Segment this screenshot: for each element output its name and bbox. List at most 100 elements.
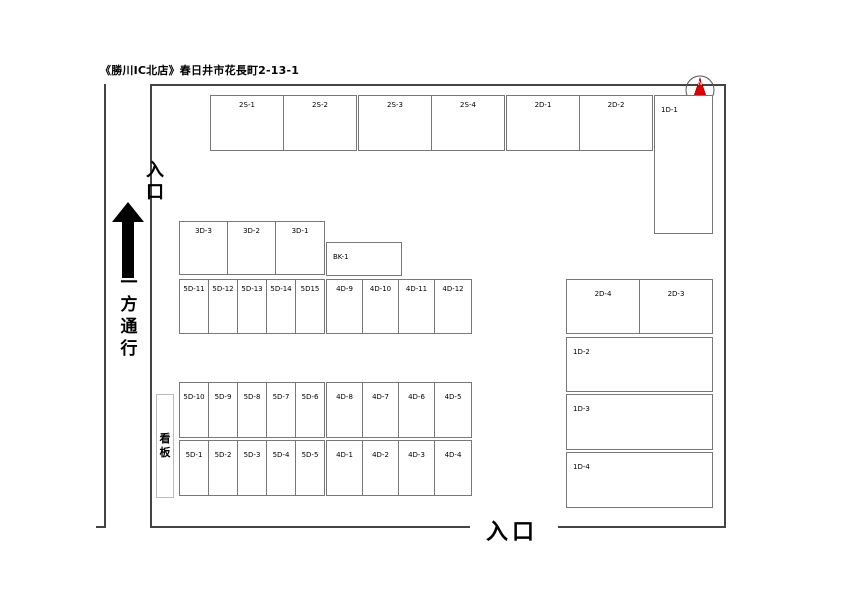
slot-label: 5D-12 — [212, 285, 234, 293]
slot-label: 5D-8 — [243, 393, 261, 401]
slot-label: 3D-3 — [195, 227, 212, 235]
parking-slot-4d-6[interactable]: 4D-6 — [398, 382, 435, 438]
parking-slot-4d-11[interactable]: 4D-11 — [398, 279, 435, 334]
one-way-char-2: 方 — [120, 295, 138, 315]
slot-label: 4D-1 — [336, 451, 353, 459]
slot-label: 4D-8 — [336, 393, 353, 401]
parking-slot-1d-2[interactable]: 1D-2 — [566, 337, 713, 392]
slot-label: 4D-9 — [336, 285, 353, 293]
parking-slot-4d-8[interactable]: 4D-8 — [326, 382, 363, 438]
signboard-label: 看 板 — [157, 432, 173, 460]
parking-slot-2d-4[interactable]: 2D-4 — [566, 279, 640, 334]
slot-label: 4D-7 — [372, 393, 389, 401]
slot-label: 2D-4 — [594, 290, 612, 298]
slot-label: 4D-4 — [444, 451, 462, 459]
parking-slot-5d-12[interactable]: 5D-12 — [208, 279, 238, 334]
slot-label: 3D-2 — [243, 227, 260, 235]
lot-boundary-bottom-left — [150, 526, 470, 528]
sign-char-2: 板 — [159, 446, 171, 459]
parking-slot-4d-9[interactable]: 4D-9 — [326, 279, 363, 334]
entrance-char-1: 入 — [146, 160, 164, 181]
sign-char-1: 看 — [159, 432, 171, 445]
slot-label: 5D-6 — [301, 393, 319, 401]
parking-slot-4d-1[interactable]: 4D-1 — [326, 440, 363, 496]
one-way-char-1: 一 — [120, 273, 138, 293]
slot-label: 5D-1 — [185, 451, 203, 459]
slot-label: 5D-4 — [272, 451, 290, 459]
parking-slot-5d-8[interactable]: 5D-8 — [237, 382, 267, 438]
slot-label: 4D-5 — [444, 393, 462, 401]
parking-slot-5d-14[interactable]: 5D-14 — [266, 279, 296, 334]
parking-slot-3d-3[interactable]: 3D-3 — [179, 221, 228, 275]
slot-label: 5D-13 — [241, 285, 263, 293]
slot-label: 4D-11 — [405, 285, 428, 293]
slot-label: 4D-12 — [442, 285, 464, 293]
slot-label: 2D-2 — [607, 101, 625, 109]
slot-label: 4D-6 — [408, 393, 425, 401]
parking-slot-4d-12[interactable]: 4D-12 — [434, 279, 472, 334]
slot-label: 5D-7 — [272, 393, 290, 401]
parking-slot-5d-11[interactable]: 5D-11 — [179, 279, 209, 334]
parking-slot-5d-2[interactable]: 5D-2 — [208, 440, 238, 496]
slot-label: 5D-5 — [301, 451, 319, 459]
parking-slot-5d-13[interactable]: 5D-13 — [237, 279, 267, 334]
parking-slot-4d-4[interactable]: 4D-4 — [434, 440, 472, 496]
lot-boundary-right — [724, 84, 726, 528]
parking-slot-4d-7[interactable]: 4D-7 — [362, 382, 399, 438]
slot-label: 5D-14 — [270, 285, 292, 293]
parking-slot-bk-1[interactable]: BK-1 — [326, 242, 402, 276]
slot-label: 5D15 — [300, 285, 320, 293]
parking-slot-2d-2[interactable]: 2D-2 — [579, 95, 653, 151]
parking-slot-3d-1[interactable]: 3D-1 — [275, 221, 325, 275]
slot-label: 5D-3 — [243, 451, 261, 459]
parking-slot-4d-5[interactable]: 4D-5 — [434, 382, 472, 438]
parking-slot-5d-7[interactable]: 5D-7 — [266, 382, 296, 438]
slot-label: 4D-3 — [408, 451, 425, 459]
one-way-arrow-icon — [112, 202, 144, 278]
parking-slot-1d-4[interactable]: 1D-4 — [566, 452, 713, 508]
slot-label: 1D-3 — [573, 405, 590, 413]
one-way-char-3: 通 — [120, 317, 138, 337]
slot-label: 5D-9 — [214, 393, 232, 401]
lot-boundary-left — [150, 84, 152, 528]
slot-label: 2S-1 — [239, 101, 255, 109]
slot-label: 4D-2 — [372, 451, 389, 459]
parking-slot-5d-4[interactable]: 5D-4 — [266, 440, 296, 496]
parking-slot-1d-1[interactable]: 1D-1 — [654, 95, 713, 234]
slot-label: 1D-1 — [661, 106, 678, 114]
north-letter: N — [698, 80, 703, 87]
slot-label: 2D-1 — [534, 101, 552, 109]
parking-slot-2s-4[interactable]: 2S-4 — [431, 95, 505, 151]
parking-slot-1d-3[interactable]: 1D-3 — [566, 394, 713, 450]
parking-slot-4d-10[interactable]: 4D-10 — [362, 279, 399, 334]
parking-slot-4d-2[interactable]: 4D-2 — [362, 440, 399, 496]
parking-slot-5d-6[interactable]: 5D-6 — [295, 382, 325, 438]
parking-slot-5d-3[interactable]: 5D-3 — [237, 440, 267, 496]
parking-slot-2s-1[interactable]: 2S-1 — [210, 95, 284, 151]
slot-label: BK-1 — [333, 253, 349, 261]
parking-slot-5d-9[interactable]: 5D-9 — [208, 382, 238, 438]
page-title: 《勝川IC北店》春日井市花長町2-13-1 — [100, 64, 300, 77]
slot-label: 2S-4 — [460, 101, 476, 109]
slot-label: 5D-2 — [214, 451, 232, 459]
parking-slot-5d-5[interactable]: 5D-5 — [295, 440, 325, 496]
street-line-foot — [96, 526, 106, 528]
parking-slot-5d-10[interactable]: 5D-10 — [179, 382, 209, 438]
parking-slot-5d-15[interactable]: 5D15 — [295, 279, 325, 334]
slot-label: 2D-3 — [667, 290, 685, 298]
slot-label: 3D-1 — [291, 227, 309, 235]
street-line — [104, 84, 106, 528]
parking-slot-5d-1[interactable]: 5D-1 — [179, 440, 209, 496]
parking-slot-3d-2[interactable]: 3D-2 — [227, 221, 276, 275]
slot-label: 5D-10 — [183, 393, 205, 401]
entrance-label-bottom: 入口 — [486, 520, 539, 545]
parking-slot-2s-3[interactable]: 2S-3 — [358, 95, 432, 151]
slot-label: 1D-4 — [573, 463, 590, 471]
slot-label: 2S-2 — [312, 101, 328, 109]
parking-slot-2s-2[interactable]: 2S-2 — [283, 95, 357, 151]
parking-slot-2d-3[interactable]: 2D-3 — [639, 279, 713, 334]
parking-slot-4d-3[interactable]: 4D-3 — [398, 440, 435, 496]
slot-label: 4D-10 — [369, 285, 392, 293]
entrance-label-left: 入 口 — [144, 160, 166, 204]
parking-slot-2d-1[interactable]: 2D-1 — [506, 95, 580, 151]
